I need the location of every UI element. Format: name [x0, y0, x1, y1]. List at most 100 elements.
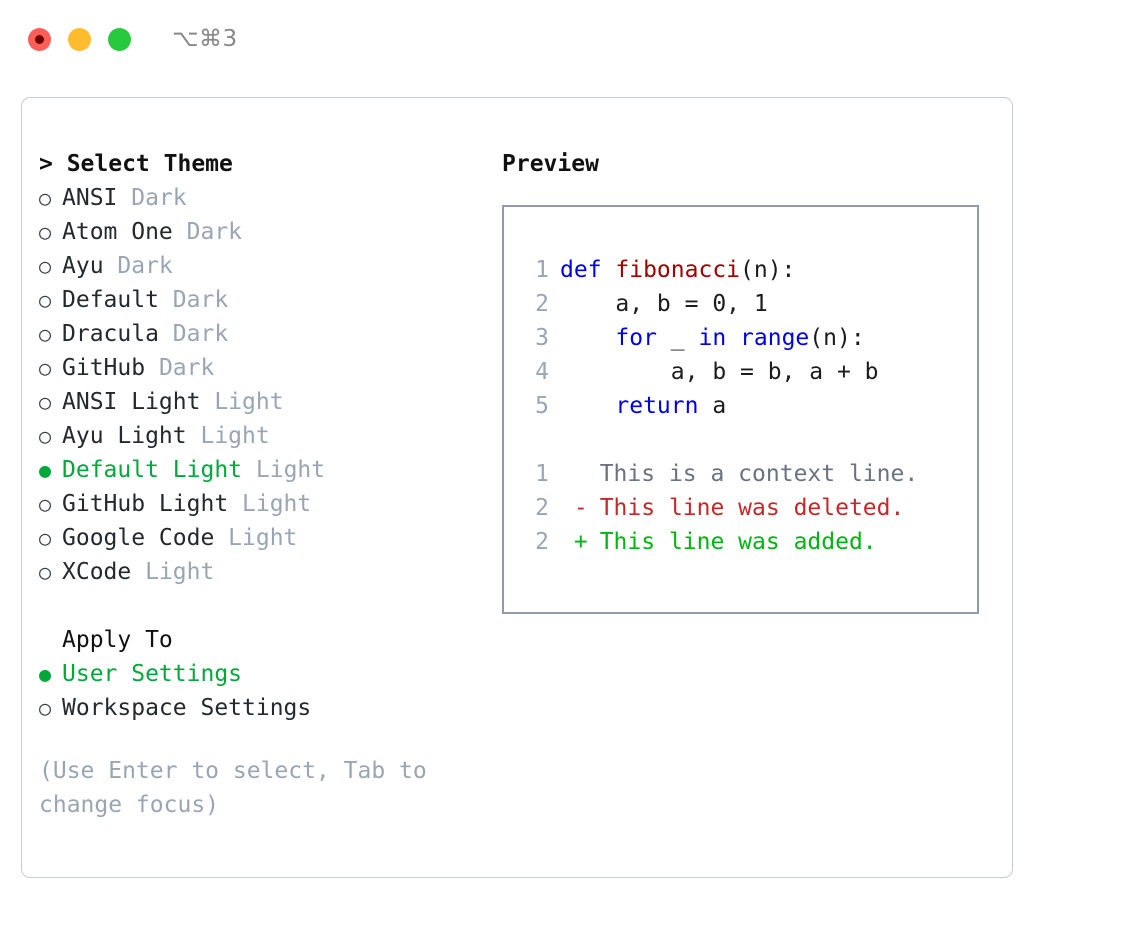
code-token: a, b = b, a + b — [560, 359, 879, 385]
apply-to-list: ● User Settings ○ Workspace Settings — [39, 657, 479, 725]
theme-list-item[interactable]: ○ Atom One Dark — [39, 215, 479, 249]
theme-list-item[interactable]: ●Default Light Light — [39, 453, 479, 487]
theme-list-item[interactable]: ○ Default Dark — [39, 283, 479, 317]
code-line: 5 return a — [523, 389, 971, 423]
line-number: 2 — [535, 291, 549, 317]
minimize-button-icon[interactable] — [68, 27, 91, 51]
code-token — [726, 321, 740, 355]
theme-list-item[interactable]: ○XCode Light — [39, 555, 479, 589]
radio-unselected-icon: ○ — [39, 424, 52, 448]
apply-to-label: Workspace Settings — [62, 695, 312, 721]
diff-sign: + — [573, 529, 588, 555]
diff-gutter-space — [560, 457, 574, 491]
theme-list-item[interactable]: ○ Ayu Dark — [39, 249, 479, 283]
diff-line: 1 This is a context line. — [523, 457, 971, 491]
line-number: 5 — [535, 393, 549, 419]
theme-category: Dark — [172, 321, 229, 347]
theme-list-item[interactable]: ○ Google Code Light — [39, 521, 479, 555]
theme-category: Light — [214, 389, 284, 415]
apply-to-item[interactable]: ● User Settings — [39, 657, 479, 691]
theme-name: Dracula — [62, 321, 173, 347]
theme-name: Google Code — [62, 525, 229, 551]
code-token: range — [740, 325, 810, 351]
apply-to-label: User Settings — [62, 661, 243, 687]
theme-name: ANSI Light — [62, 389, 215, 415]
theme-name: Atom One — [62, 219, 187, 245]
diff-text: This line was added. — [585, 529, 877, 555]
theme-category: Dark — [172, 287, 229, 313]
code-token: return — [615, 393, 699, 419]
theme-name: Ayu — [62, 253, 118, 279]
radio-unselected-icon: ○ — [39, 254, 52, 278]
close-button-icon[interactable] — [28, 27, 51, 51]
theme-category: Dark — [186, 219, 243, 245]
window-controls — [28, 27, 131, 51]
theme-category: Light — [242, 491, 312, 517]
radio-unselected-icon: ○ — [39, 356, 52, 380]
diff-sign — [574, 457, 586, 491]
radio-unselected-icon: ○ — [39, 696, 52, 720]
theme-name: Ayu Light — [62, 423, 201, 449]
theme-list-item[interactable]: ○ ANSI Light Light — [39, 385, 479, 419]
code-token: _ — [656, 325, 699, 351]
theme-list: ○ ANSI Dark ○ Atom One Dark ○ Ayu Dark ○ Defaul… — [39, 181, 479, 589]
code-token: in — [698, 325, 727, 351]
radio-unselected-icon: ○ — [39, 560, 52, 584]
diff-sample: 1 This is a context line.2 - This line w… — [523, 457, 971, 559]
line-number: 1 — [535, 257, 549, 283]
theme-list-item[interactable]: ○GitHub Dark — [39, 351, 479, 385]
theme-selection-column: > Select Theme ○ANSI Dark○Atom One Dark○… — [39, 147, 479, 822]
line-number: 2 — [535, 529, 549, 555]
line-number: 1 — [535, 461, 549, 487]
radio-unselected-icon: ○ — [39, 526, 52, 550]
theme-list-item[interactable]: ○ Dracula Dark — [39, 317, 479, 351]
code-token: for — [615, 325, 657, 351]
apply-to-item[interactable]: ○ Workspace Settings — [39, 691, 479, 725]
code-token: fibonacci — [615, 257, 741, 283]
theme-category: Dark — [131, 185, 187, 211]
diff-sign: - — [573, 495, 588, 521]
radio-unselected-icon: ○ — [39, 390, 52, 414]
diff-text: This is a context line. — [585, 461, 919, 487]
main-panel: > Select Theme ○ANSI Dark○Atom One Dark○… — [21, 97, 1013, 878]
preview-title: Preview — [502, 151, 599, 177]
code-token: (n): — [740, 257, 796, 283]
maximize-button-icon[interactable] — [108, 27, 131, 51]
theme-category: Dark — [117, 253, 173, 279]
theme-category: Light — [228, 525, 298, 551]
code-line: 3 for _ in range(n): — [523, 321, 971, 355]
code-token: a — [698, 393, 727, 419]
radio-unselected-icon: ○ — [39, 492, 52, 516]
theme-category: Light — [145, 559, 215, 585]
theme-name: Default — [62, 287, 173, 313]
code-line: 2 a, b = 0, 1 — [523, 287, 971, 321]
line-number: 2 — [535, 495, 549, 521]
theme-name: ANSI — [62, 185, 132, 211]
title-bar: ⌥⌘3 — [0, 0, 1140, 78]
theme-list-item[interactable]: ○ ANSI Dark — [39, 181, 479, 215]
code-token: a, b = 0, 1 — [560, 291, 768, 317]
code-token — [560, 321, 615, 355]
radio-unselected-icon: ○ — [39, 288, 52, 312]
diff-text: This line was deleted. — [585, 495, 905, 521]
radio-unselected-icon: ○ — [39, 186, 52, 210]
theme-category: Light — [200, 423, 270, 449]
diff-line: 2 + This line was added. — [523, 525, 971, 559]
diff-gutter-space — [560, 525, 574, 559]
radio-unselected-icon: ○ — [39, 322, 52, 346]
theme-list-item[interactable]: ○ GitHub Light Light — [39, 487, 479, 521]
diff-line: 2 - This line was deleted. — [523, 491, 971, 525]
theme-name: GitHub Light — [62, 491, 243, 517]
diff-gutter-space — [560, 491, 574, 525]
radio-selected-icon: ● — [39, 662, 52, 686]
code-line: 4 a, b = b, a + b — [523, 355, 971, 389]
theme-category: Light — [255, 457, 326, 483]
theme-list-item[interactable]: ○ Ayu Light Light — [39, 419, 479, 453]
radio-unselected-icon: ○ — [39, 220, 52, 244]
section-spacer — [39, 589, 479, 623]
